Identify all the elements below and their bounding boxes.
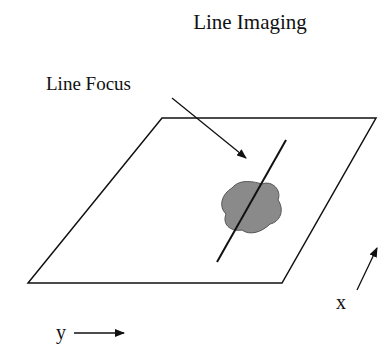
x-axis-arrow xyxy=(357,248,377,290)
sample-blob xyxy=(222,182,282,233)
sample-plane xyxy=(28,118,376,283)
y-axis-arrow xyxy=(74,332,124,333)
axis-label: x xyxy=(336,292,346,312)
line-focus xyxy=(217,140,286,262)
part-label: Line Focus xyxy=(46,74,131,93)
diagram-title: Line Imaging xyxy=(193,12,307,33)
leader-arrow xyxy=(172,98,246,158)
axis-label: y xyxy=(56,322,66,342)
